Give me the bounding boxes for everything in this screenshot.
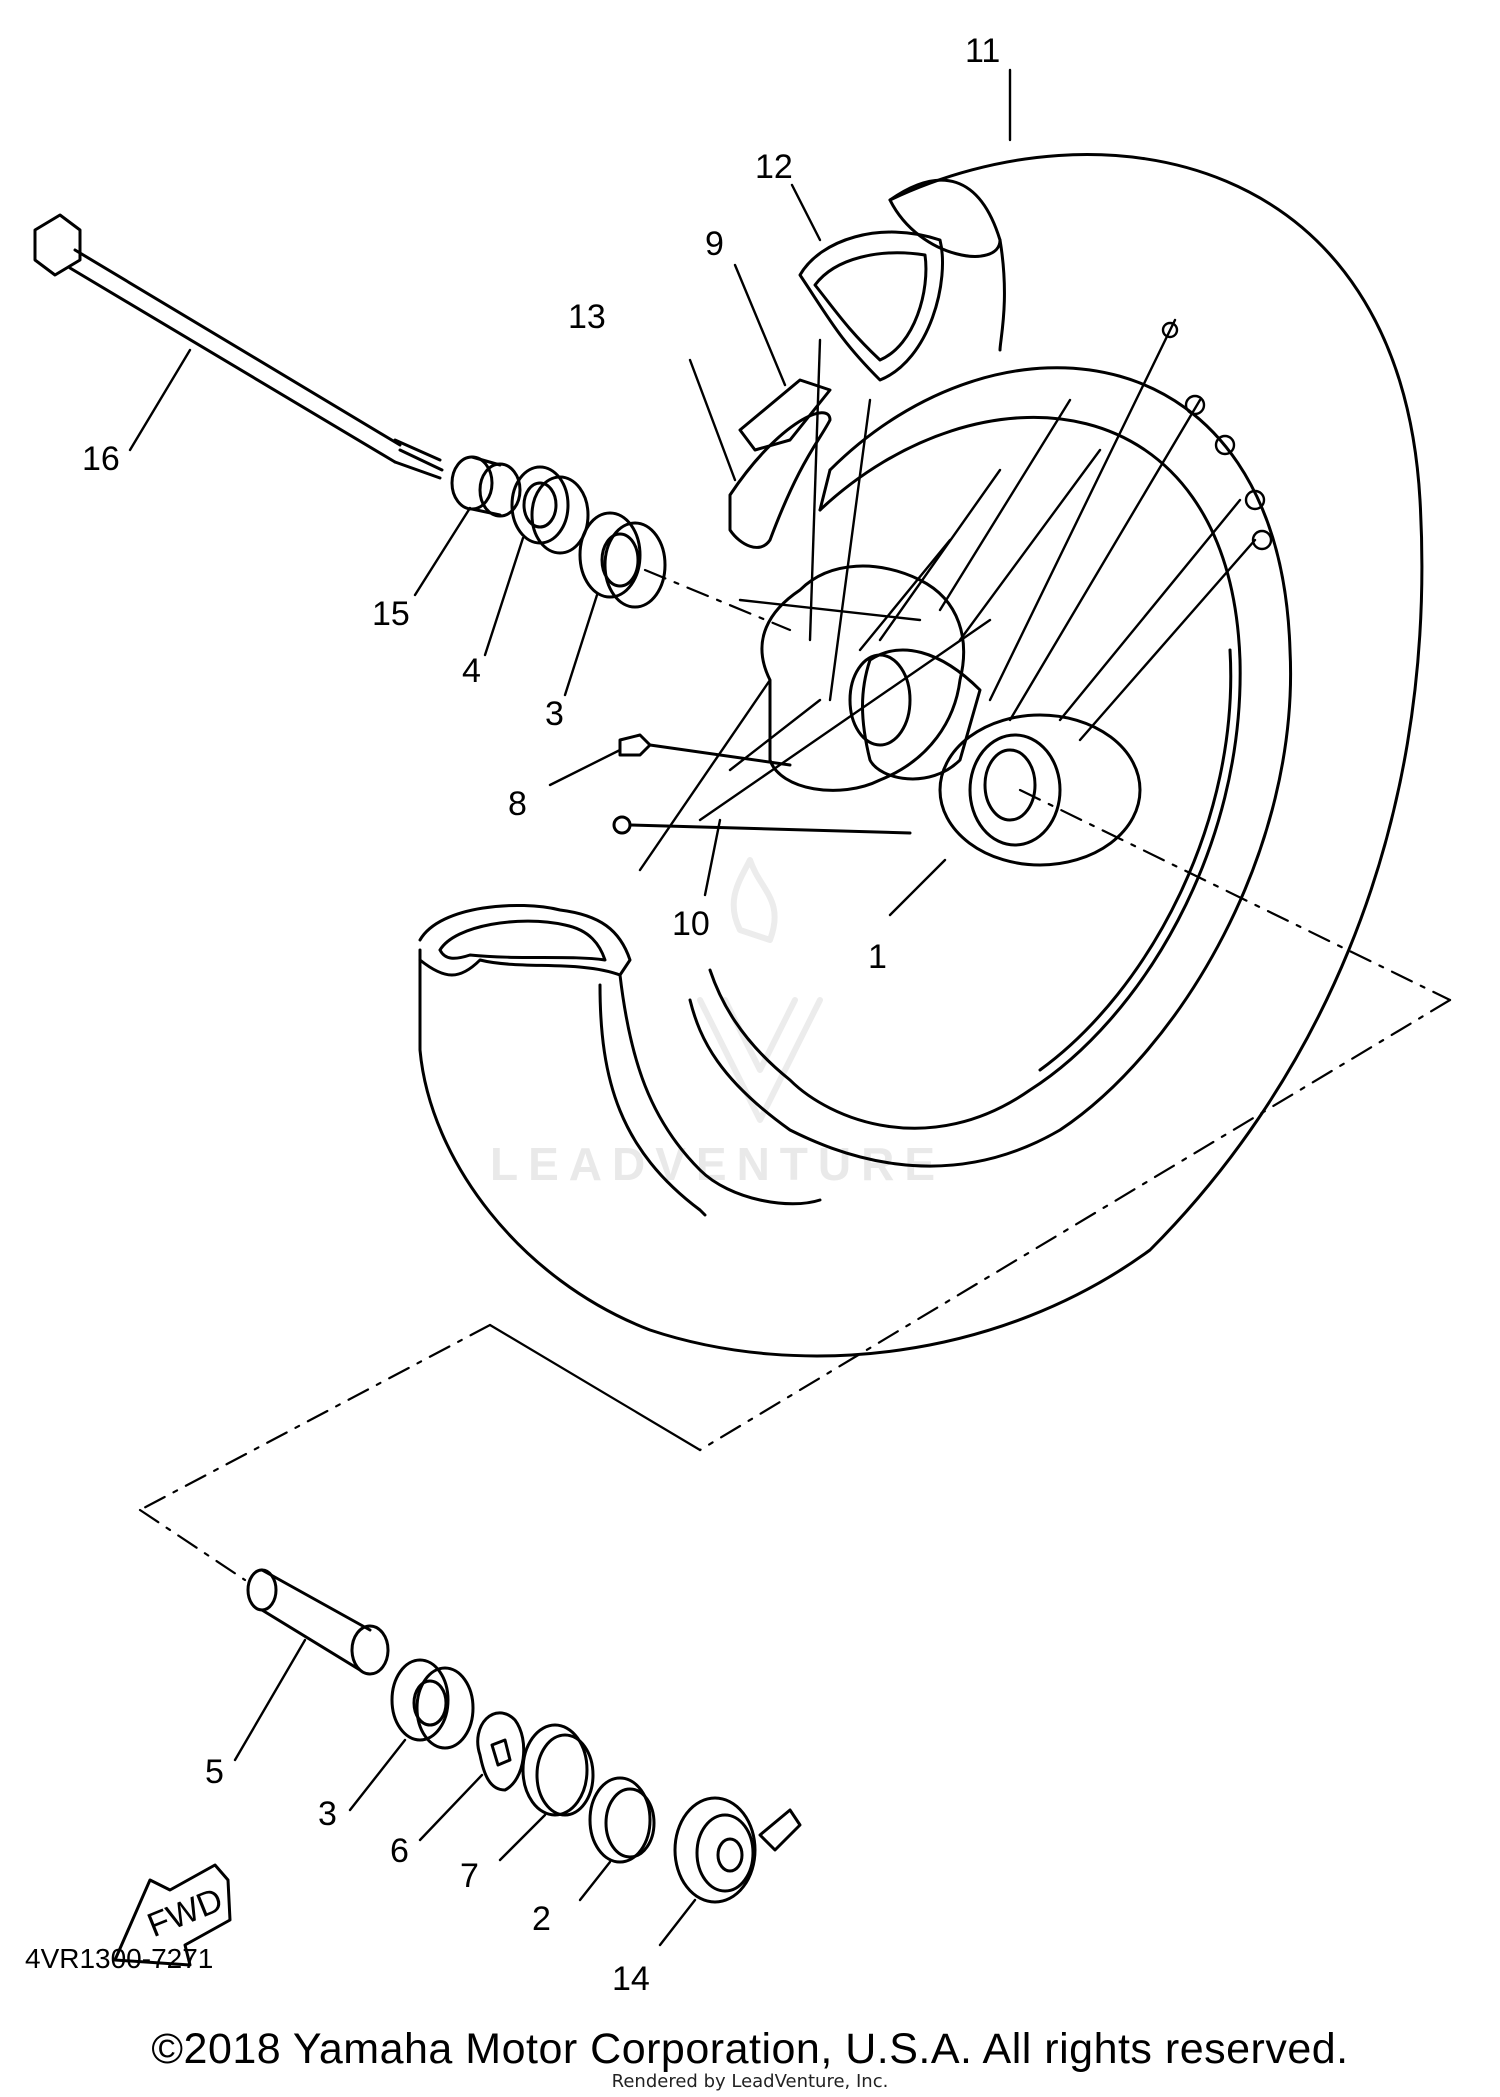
callout-3-bottom: 3 — [318, 1795, 337, 1833]
bracket-line — [488, 1323, 702, 1452]
spokes — [638, 318, 1257, 872]
gear-unit-14 — [673, 1796, 802, 1904]
callout-numbers: 1 2 3 3 4 5 6 7 8 9 10 11 12 13 14 15 16 — [82, 32, 1000, 1998]
hub — [760, 564, 982, 792]
callout-8: 8 — [508, 785, 527, 823]
rim — [688, 366, 1293, 1168]
forward-arrow-icon — [113, 1863, 232, 1967]
callout-14: 14 — [612, 1960, 650, 1998]
ring-7 — [521, 1723, 595, 1817]
copyright-notice: ©2018 Yamaha Motor Corporation, U.S.A. A… — [151, 2025, 1349, 2073]
spoke-nipples — [1161, 321, 1273, 551]
part-number: 4VR1300-7271 — [25, 1943, 213, 1974]
callout-15: 15 — [372, 595, 410, 633]
callout-5: 5 — [205, 1753, 224, 1791]
seal-2 — [588, 1776, 656, 1864]
collar — [450, 455, 522, 518]
brake-disc-hub — [938, 713, 1142, 867]
retainer-6 — [476, 1711, 526, 1792]
assembly-lines — [138, 568, 1452, 1582]
callout-9: 9 — [705, 225, 724, 263]
callout-3-top: 3 — [545, 695, 564, 733]
callout-10: 10 — [672, 905, 710, 943]
inner-tube — [798, 230, 944, 382]
callout-6: 6 — [390, 1832, 409, 1870]
callout-13: 13 — [568, 298, 606, 336]
callout-11: 11 — [965, 32, 1000, 70]
fwd-label: FWD — [142, 1881, 228, 1945]
bearing-3-top — [578, 511, 667, 609]
bearing-3-bottom — [390, 1658, 475, 1750]
valve-stem — [738, 378, 832, 452]
callout-4: 4 — [462, 652, 481, 690]
bolt-8 — [618, 733, 792, 767]
callout-12: 12 — [755, 148, 793, 186]
leader-lines — [128, 68, 1012, 1947]
callout-2: 2 — [532, 1900, 551, 1938]
spacer-5 — [246, 1568, 390, 1676]
bearing-4 — [510, 465, 590, 555]
callout-16: 16 — [82, 440, 120, 478]
callout-1: 1 — [868, 938, 887, 976]
nipple-10 — [612, 815, 912, 835]
rendered-by-note: Rendered by LeadVenture, Inc. — [611, 2071, 889, 2092]
callout-7: 7 — [460, 1857, 479, 1895]
tire — [418, 153, 1424, 1358]
axle — [33, 213, 444, 480]
